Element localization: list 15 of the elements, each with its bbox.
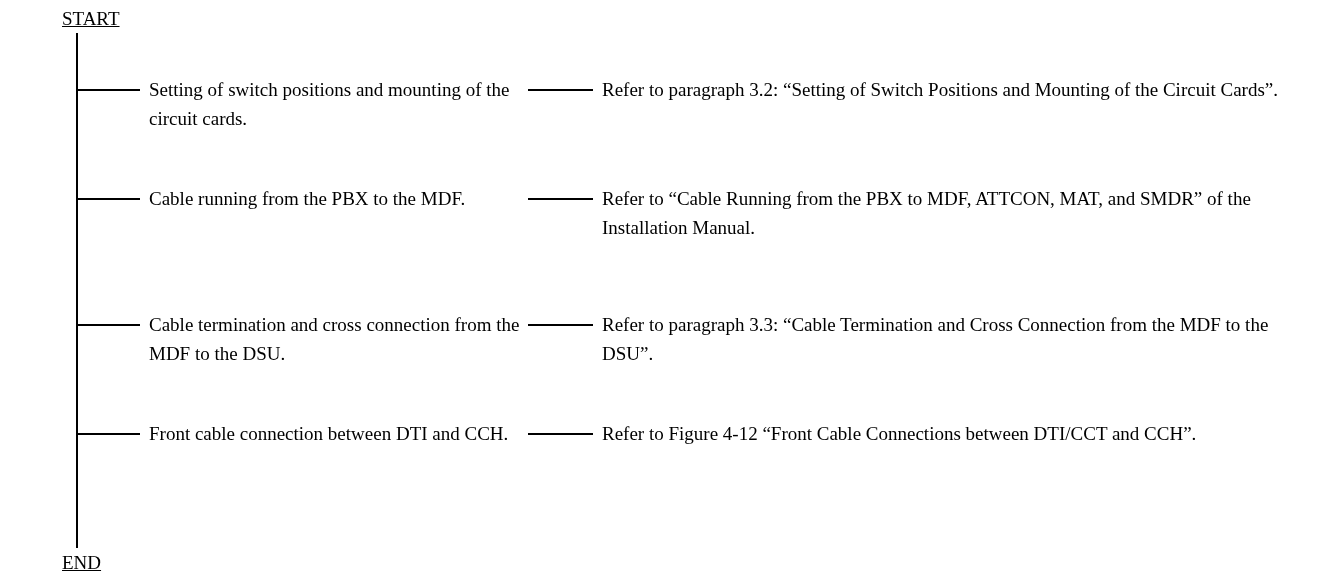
terminal-label: START — [62, 4, 120, 33]
reference-text: Refer to paragraph 3.3: “Cable Termination and Cross Connection from the MDF to the DSU”. — [593, 310, 1313, 368]
step-text: Cable termination and cross connection from the MDF to the DSU. — [140, 310, 520, 368]
reference-text: Refer to Figure 4-12 “Front Cable Connections between DTI/CCT and CCH”. — [593, 419, 1313, 448]
step-text: Front cable connection between DTI and CCH. — [140, 419, 520, 448]
terminal-label: END — [62, 548, 102, 577]
reference-text: Refer to paragraph 3.2: “Setting of Switch Positions and Mounting of the Circuit Cards”. — [593, 75, 1313, 104]
step-text: Cable running from the PBX to the MDF. — [140, 184, 520, 213]
connector-line — [527, 433, 594, 435]
connector-line — [527, 198, 594, 200]
step-text: Setting of switch positions and mounting of the circuit cards. — [140, 75, 520, 133]
connector-line — [527, 324, 594, 326]
reference-text: Refer to “Cable Running from the PBX to MDF, ATTCON, MAT, and SMDR” of the Installation Manual. — [593, 184, 1313, 242]
connector-line — [527, 89, 594, 91]
connector-line — [76, 32, 141, 435]
